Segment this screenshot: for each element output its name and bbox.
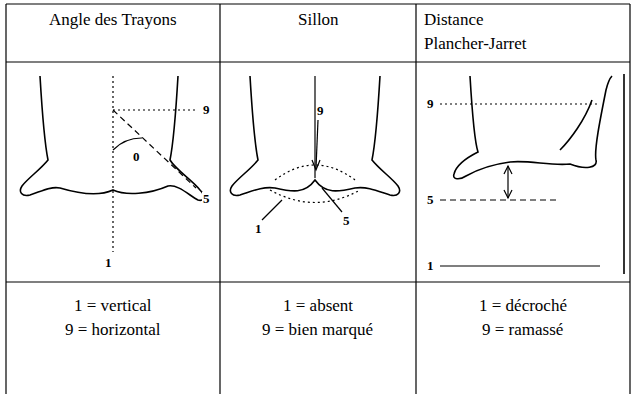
furrow-guides <box>262 76 360 220</box>
column-header: Sillon <box>298 8 339 32</box>
scale-number: 5 <box>342 214 351 228</box>
scale-number: 5 <box>426 193 435 207</box>
scale-number: 1 <box>426 259 435 273</box>
column-header: Angle des Trayons <box>49 8 177 32</box>
angle-guides <box>113 76 196 252</box>
udder-rear-view <box>20 76 203 200</box>
scale-number: 9 <box>202 103 211 117</box>
column-header: Distance Plancher-Jarret <box>424 8 544 56</box>
scale-number: 9 <box>426 97 435 111</box>
table-cell: 1 = décroché <box>479 294 567 318</box>
scale-number: 9 <box>316 104 325 118</box>
table-cell: 9 = horizontal <box>65 318 161 342</box>
table-cell: 9 = bien marqué <box>262 318 373 342</box>
scale-number: 1 <box>254 222 263 236</box>
scale-number: 1 <box>104 256 113 270</box>
height-guides <box>440 104 600 266</box>
scale-number: 0 <box>132 150 141 164</box>
table-cell: 1 = absent <box>283 294 353 318</box>
table-cell: 1 = vertical <box>74 294 152 318</box>
scale-number: 5 <box>202 192 211 206</box>
udder-side-view <box>454 74 624 274</box>
table-cell: 9 = ramassé <box>482 318 563 342</box>
table-grid <box>6 4 630 394</box>
udder-rear-view <box>230 76 399 195</box>
